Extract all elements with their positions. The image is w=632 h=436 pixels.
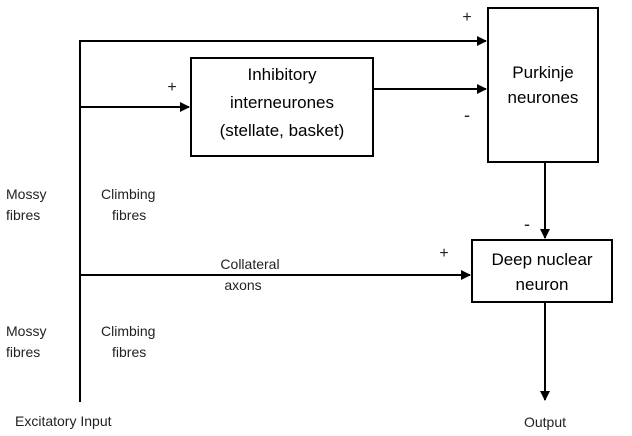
deep-nuclear-line-2: neuron [516,275,569,294]
mossy-fibres-lower-1: Mossy [6,323,46,339]
climbing-fibres-lower-2: fibres [112,344,146,360]
inhibitory-line-2: interneurones [230,93,334,112]
purkinje-inhibit-minus-sign: - [464,105,470,125]
collateral-axons-label-1: Collateral [220,256,279,272]
deep-minus-sign: - [524,214,530,234]
excitatory-input-label: Excitatory Input [15,413,112,429]
purkinje-line-1: Purkinje [512,63,573,82]
interneuron-plus-sign: + [167,79,176,96]
mossy-fibres-upper-2: fibres [6,207,40,223]
climbing-fibres-lower-1: Climbing [101,323,155,339]
purkinje-line-2: neurones [508,88,579,107]
climbing-fibres-upper-2: fibres [112,207,146,223]
inhibitory-line-3: (stellate, basket) [220,121,345,140]
deep-nuclear-line-1: Deep nuclear [491,250,592,269]
purkinje-top-plus-sign: + [462,9,471,26]
mossy-fibres-upper-1: Mossy [6,186,46,202]
purkinje-neurones-box [487,7,599,163]
inhibitory-interneurones-box [190,57,374,157]
climbing-fibres-upper-1: Climbing [101,186,155,202]
inhibitory-line-1: Inhibitory [248,65,317,84]
deep-nuclear-neuron-box [471,239,613,303]
deep-plus-sign: + [439,245,448,262]
collateral-axons-label-2: axons [224,277,261,293]
mossy-fibres-lower-2: fibres [6,344,40,360]
output-label: Output [524,414,566,430]
